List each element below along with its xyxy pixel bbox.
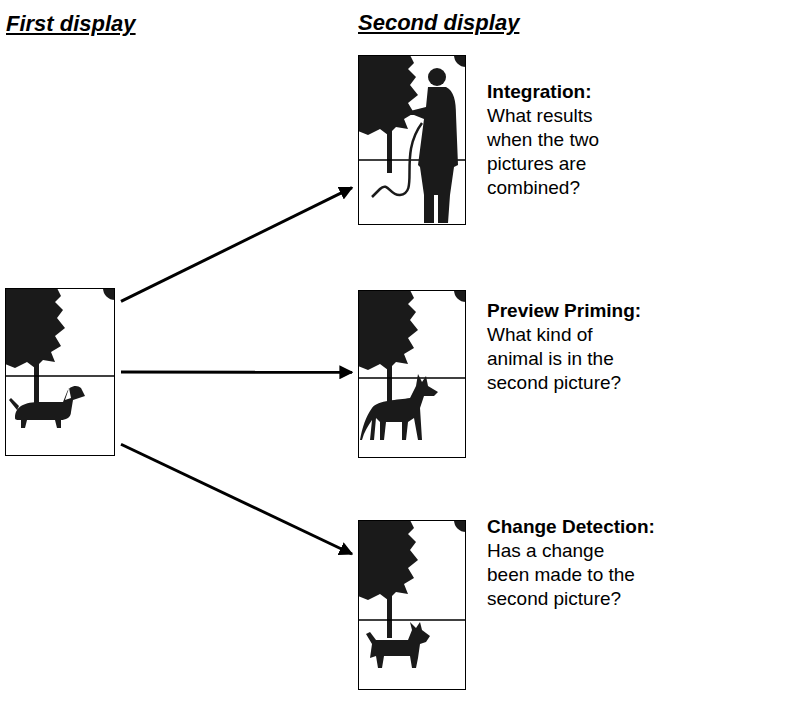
terrier-silhouette <box>366 622 430 668</box>
column-heading: Second display <box>358 10 519 36</box>
task-heading: Integration: <box>487 80 637 104</box>
column-heading: First display <box>6 11 136 37</box>
leash <box>372 123 422 197</box>
arrow-connector <box>121 444 352 554</box>
picture-frame: Integration:What results when the two pi… <box>358 55 466 225</box>
sun <box>103 288 115 300</box>
picture-frame: Preview Priming:What kind of animal is i… <box>358 290 466 458</box>
tree-silhouette <box>5 288 65 406</box>
horizon-line <box>358 377 466 379</box>
woman-silhouette <box>407 87 458 223</box>
sun <box>454 290 466 302</box>
task-question: Has a change been made to the second pic… <box>487 539 649 611</box>
horizon-line <box>358 619 466 621</box>
scene-change <box>358 520 466 668</box>
sun <box>454 55 466 67</box>
text-holder: Change Detection:Has a change been made … <box>487 515 649 611</box>
text-holder: First display <box>6 11 136 37</box>
arrow-connector <box>121 188 352 302</box>
text-holder: Integration:What results when the two pi… <box>487 80 637 200</box>
task-heading: Change Detection: <box>487 515 649 539</box>
task-heading: Preview Priming: <box>487 299 637 323</box>
picture-frame: Change Detection:Has a change been made … <box>358 520 466 690</box>
task-question: What results when the two pictures are c… <box>487 104 637 200</box>
text-holder: Preview Priming:What kind of animal is i… <box>487 299 637 395</box>
task-question: What kind of animal is in the second pic… <box>487 323 637 395</box>
sun <box>454 520 466 532</box>
arrow-connector <box>121 371 352 374</box>
horizon-line <box>5 375 115 377</box>
shepherd-silhouette <box>360 374 438 440</box>
woman-head <box>428 68 446 86</box>
scene-integration <box>358 55 466 223</box>
scene-first <box>5 288 115 428</box>
dachshund-silhouette <box>9 386 85 428</box>
tree-silhouette <box>358 290 418 408</box>
picture-frame: First display <box>5 288 115 456</box>
scene-priming <box>358 290 466 440</box>
